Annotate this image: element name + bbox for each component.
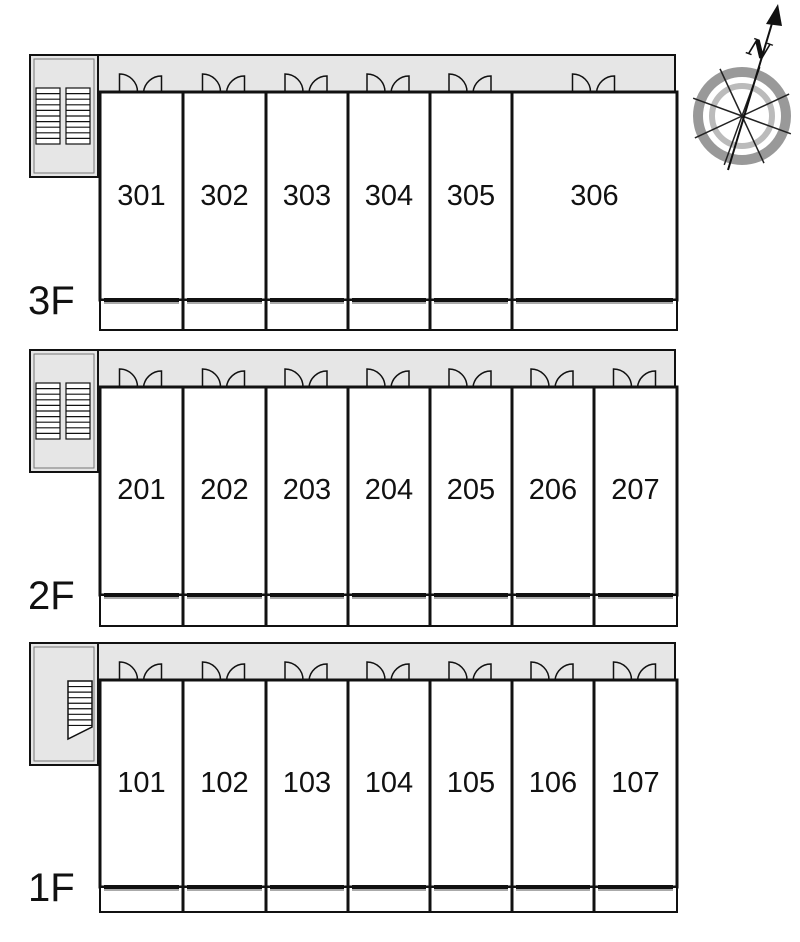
unit-label-105: 105 [447, 767, 495, 799]
north-arrow-head [766, 4, 782, 26]
unit-label-204: 204 [365, 474, 413, 506]
door-swing-icon [118, 368, 139, 388]
floor-3f: 301 302 303 304 305 306 3F [28, 54, 679, 331]
compass-spoke [741, 115, 792, 135]
door-swing-icon [142, 75, 163, 93]
unit-label-107: 107 [611, 767, 659, 799]
door-swing-icon [636, 663, 657, 681]
door-swing-icon [612, 661, 633, 681]
unit-label-104: 104 [365, 767, 413, 799]
unit-label-303: 303 [283, 180, 331, 212]
door-swing-icon [366, 368, 386, 388]
door-swing-icon [201, 661, 222, 681]
compass-ring [693, 67, 791, 165]
door-swing-icon [225, 370, 246, 388]
door-swing-icon [448, 368, 468, 388]
compass-rose-icon: N [692, 4, 792, 171]
door-swing-icon [142, 663, 163, 681]
balcony [99, 594, 678, 627]
unit-label-206: 206 [529, 474, 577, 506]
door-swing-icon [448, 661, 468, 681]
door-swing-icon [284, 368, 304, 388]
floor-label: 3F [28, 279, 75, 323]
door-swing-icon [225, 663, 246, 681]
unit-label-103: 103 [283, 767, 331, 799]
door-swing-icon [530, 368, 550, 388]
door-swing-icon [554, 663, 574, 681]
units-block [98, 678, 679, 889]
floor-label: 2F [28, 574, 75, 618]
door-swing-icon [472, 75, 492, 93]
door-swing-icon [530, 661, 550, 681]
unit-label-305: 305 [447, 180, 495, 212]
unit-label-205: 205 [447, 474, 495, 506]
door-swing-icon [612, 368, 633, 388]
door-swing-icon [284, 73, 304, 93]
door-swing-icon [284, 661, 304, 681]
floor-label: 1F [28, 866, 75, 910]
door-swing-icon [142, 370, 163, 388]
door-swing-icon [571, 73, 592, 93]
door-swing-icon [308, 75, 328, 93]
unit-label-302: 302 [200, 180, 248, 212]
compass-spoke [692, 97, 743, 117]
corridor [29, 642, 676, 681]
door-swing-icon [118, 73, 139, 93]
door-swing-icon [472, 663, 492, 681]
balcony [99, 299, 678, 331]
compass-ring-inner [709, 83, 775, 149]
door-swing-icon [595, 75, 616, 93]
north-arrow-shaft [727, 9, 777, 171]
unit-label-301: 301 [117, 180, 165, 212]
unit-label-101: 101 [117, 767, 165, 799]
compass-spoke [741, 115, 765, 164]
door-swing-icon [308, 663, 328, 681]
north-label: N [743, 31, 775, 66]
door-swing-icon [366, 661, 386, 681]
unit-label-201: 201 [117, 474, 165, 506]
door-swing-icon [448, 73, 468, 93]
door-swing-icon [201, 73, 222, 93]
unit-label-106: 106 [529, 767, 577, 799]
door-swing-icon [308, 370, 328, 388]
door-swing-icon [201, 368, 222, 388]
door-swing-icon [390, 663, 410, 681]
door-swing-icon [118, 661, 139, 681]
unit-label-207: 207 [611, 474, 659, 506]
compass-spoke [723, 115, 743, 166]
door-swing-icon [225, 75, 246, 93]
floor-1f: 101 102 103 104 105 106 107 1F [28, 642, 679, 913]
unit-label-306: 306 [570, 180, 618, 212]
compass-spoke [694, 115, 743, 139]
balcony [99, 886, 678, 913]
units-block [98, 90, 679, 302]
floor-2f: 201 202 203 204 205 206 207 2F [28, 349, 679, 627]
unit-label-203: 203 [283, 474, 331, 506]
door-swing-icon [390, 75, 410, 93]
compass-spoke [741, 93, 790, 117]
door-swing-icon [472, 370, 492, 388]
units-block [98, 385, 679, 597]
unit-label-304: 304 [365, 180, 413, 212]
unit-label-202: 202 [200, 474, 248, 506]
door-swing-icon [390, 370, 410, 388]
corridor [29, 54, 676, 93]
door-swing-icon [554, 370, 574, 388]
unit-label-102: 102 [200, 767, 248, 799]
door-swing-icon [366, 73, 386, 93]
door-swing-icon [636, 370, 657, 388]
compass-spoke [719, 68, 743, 117]
corridor [29, 349, 676, 388]
